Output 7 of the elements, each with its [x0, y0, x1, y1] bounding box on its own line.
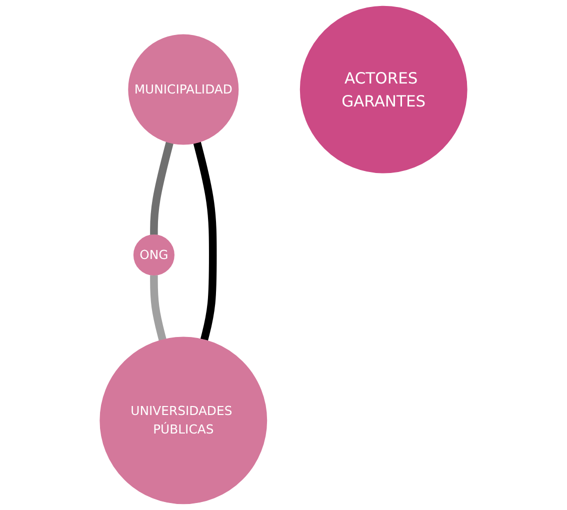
node-circle: UNIVERSIDADES PÚBLICAS	[100, 336, 268, 504]
connector	[150, 142, 174, 235]
node-circle: ACTORES GARANTES	[300, 6, 468, 174]
connector	[150, 275, 166, 341]
node-circle: ONG	[133, 234, 174, 276]
node-circle: MUNICIPALIDAD	[128, 34, 239, 145]
connector	[193, 142, 217, 341]
